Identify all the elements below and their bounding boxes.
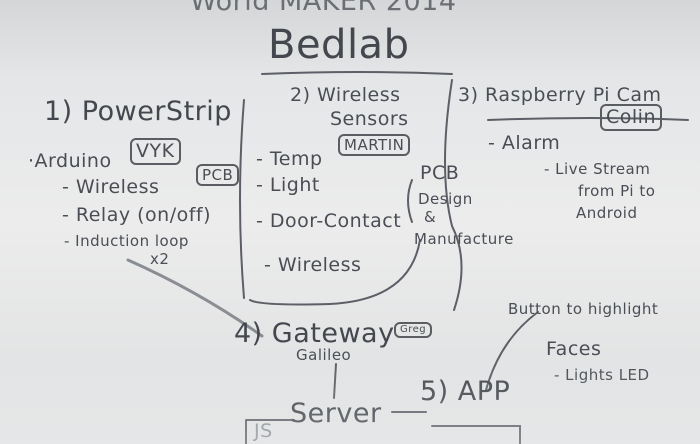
gateway-board: Galileo bbox=[296, 346, 352, 364]
pcb-bracket bbox=[407, 179, 413, 223]
bedlab-title: Bedlab bbox=[268, 22, 410, 68]
app-note-button: Button to highlight bbox=[508, 300, 659, 318]
gateway-to-server-line bbox=[333, 363, 337, 399]
server-label: Server bbox=[290, 398, 382, 429]
pcb-badge: PCB bbox=[196, 164, 240, 186]
sensors-item-door-contact: - Door-Contact bbox=[256, 210, 402, 232]
power-strip-item-wireless: - Wireless bbox=[62, 176, 160, 198]
pi-cam-item-android: Android bbox=[576, 204, 638, 222]
pi-cam-item-alarm: - Alarm bbox=[488, 132, 561, 154]
divider-middle bbox=[444, 79, 463, 311]
power-strip-item-x2: x2 bbox=[150, 250, 170, 268]
pi-cam-item-from-pi: from Pi to bbox=[578, 182, 656, 200]
pcb-design-line4: Manufacture bbox=[414, 230, 514, 248]
power-strip-item-induction: - Induction loop bbox=[64, 232, 189, 250]
power-strip-heading: 1) PowerStrip bbox=[44, 96, 232, 127]
sensors-item-light: - Light bbox=[256, 174, 320, 196]
app-note-lights: - Lights LED bbox=[554, 366, 650, 384]
bedlab-underline bbox=[261, 71, 453, 75]
pi-cam-underline bbox=[487, 117, 689, 121]
divider-left bbox=[239, 99, 245, 299]
pcb-design-line3: & bbox=[424, 208, 437, 226]
sensors-heading-line2: Sensors bbox=[330, 108, 409, 130]
power-strip-item-relay: - Relay (on/off) bbox=[62, 204, 212, 226]
top-title: World MAKER 2014 bbox=[190, 0, 457, 17]
pcb-design-line2: Design bbox=[418, 190, 473, 208]
app-note-faces: Faces bbox=[546, 338, 602, 360]
pi-cam-heading: 3) Raspberry Pi Cam bbox=[458, 84, 662, 106]
arduino-label: ·Arduino bbox=[28, 150, 112, 172]
app-label: 5) APP bbox=[420, 376, 511, 407]
bottom-box-label: JS bbox=[254, 420, 273, 442]
pcb-design-line1: PCB bbox=[420, 162, 460, 184]
power-strip-owner: VYK bbox=[130, 138, 181, 165]
app-box bbox=[431, 425, 521, 444]
gateway-note: Greg bbox=[394, 322, 433, 338]
sensors-owner: MARTIN bbox=[338, 134, 411, 156]
pi-cam-owner: Colin bbox=[600, 104, 662, 131]
induction-arrow bbox=[126, 258, 264, 338]
sensors-item-temp: - Temp bbox=[256, 148, 323, 170]
gateway-label: 4) Gateway bbox=[234, 318, 395, 349]
sensors-to-gateway-curve bbox=[249, 239, 421, 306]
bottom-box bbox=[245, 419, 295, 444]
sensors-item-wireless: - Wireless bbox=[264, 254, 362, 276]
sensors-heading-line1: 2) Wireless bbox=[290, 84, 401, 106]
app-arrow-line bbox=[485, 311, 539, 391]
pi-cam-item-live-stream: - Live Stream bbox=[544, 160, 651, 178]
